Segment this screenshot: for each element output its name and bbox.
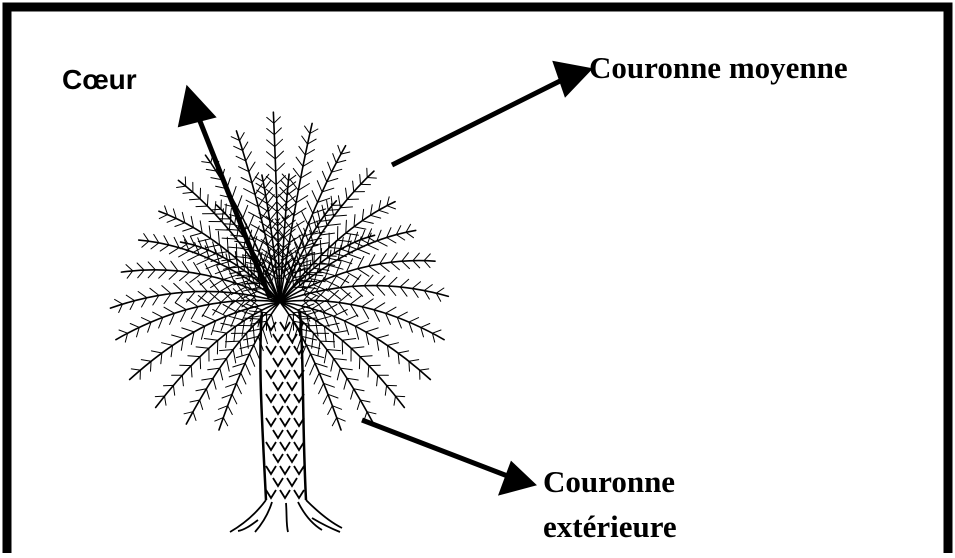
trunk-scale: [280, 322, 290, 330]
trunk-scale: [294, 490, 304, 498]
trunk-scale: [280, 370, 290, 378]
label-couronne-exterieure: Couronne extérieure: [543, 459, 677, 549]
figure-frame: [7, 7, 948, 553]
arrow-couronne-moyenne: [392, 78, 566, 165]
trunk-scale: [266, 466, 276, 474]
trunk-scale: [266, 322, 276, 330]
trunk-scale: [287, 454, 297, 462]
arrowhead-coeur: [181, 90, 212, 124]
trunk-scale: [294, 442, 304, 450]
trunk-scale: [287, 334, 297, 342]
trunk-scale: [287, 382, 297, 390]
trunk-scale: [287, 430, 297, 438]
label-couronne-exterieure-line2: extérieure: [543, 504, 677, 549]
palm-tree-illustration: [110, 112, 448, 532]
frond: [184, 302, 280, 424]
trunk-scale: [280, 442, 290, 450]
trunk-scale: [266, 490, 276, 498]
palm-trunk: [230, 312, 342, 532]
trunk-scale: [273, 454, 283, 462]
trunk-scale: [273, 358, 283, 366]
trunk-base: [230, 500, 342, 532]
trunk-scale: [280, 394, 290, 402]
trunk-scale: [294, 466, 304, 474]
trunk-scale: [287, 478, 297, 486]
trunk-scale: [273, 430, 283, 438]
arrow-couronne-exterieure: [362, 420, 510, 477]
trunk-scale: [266, 370, 276, 378]
trunk-scale: [280, 466, 290, 474]
label-coeur: Cœur: [62, 64, 137, 96]
trunk-scale: [280, 346, 290, 354]
trunk-scale: [273, 382, 283, 390]
trunk-scale: [280, 490, 290, 498]
arrowhead-couronne-moyenne: [556, 64, 588, 93]
trunk-scale: [273, 334, 283, 342]
trunk-scale: [287, 406, 297, 414]
trunk-scale: [273, 478, 283, 486]
trunk-scale: [266, 418, 276, 426]
trunk-scale: [280, 418, 290, 426]
trunk-scale: [266, 346, 276, 354]
trunk-scale: [287, 358, 297, 366]
label-couronne-moyenne: Couronne moyenne: [589, 50, 848, 86]
arrow-coeur: [192, 101, 270, 298]
trunk-scale: [273, 406, 283, 414]
arrowhead-couronne-exterieure: [502, 465, 532, 492]
trunk-scale: [266, 442, 276, 450]
trunk-scale: [294, 322, 304, 330]
label-couronne-exterieure-line1: Couronne: [543, 459, 677, 504]
trunk-scale: [266, 394, 276, 402]
frond: [280, 287, 444, 342]
